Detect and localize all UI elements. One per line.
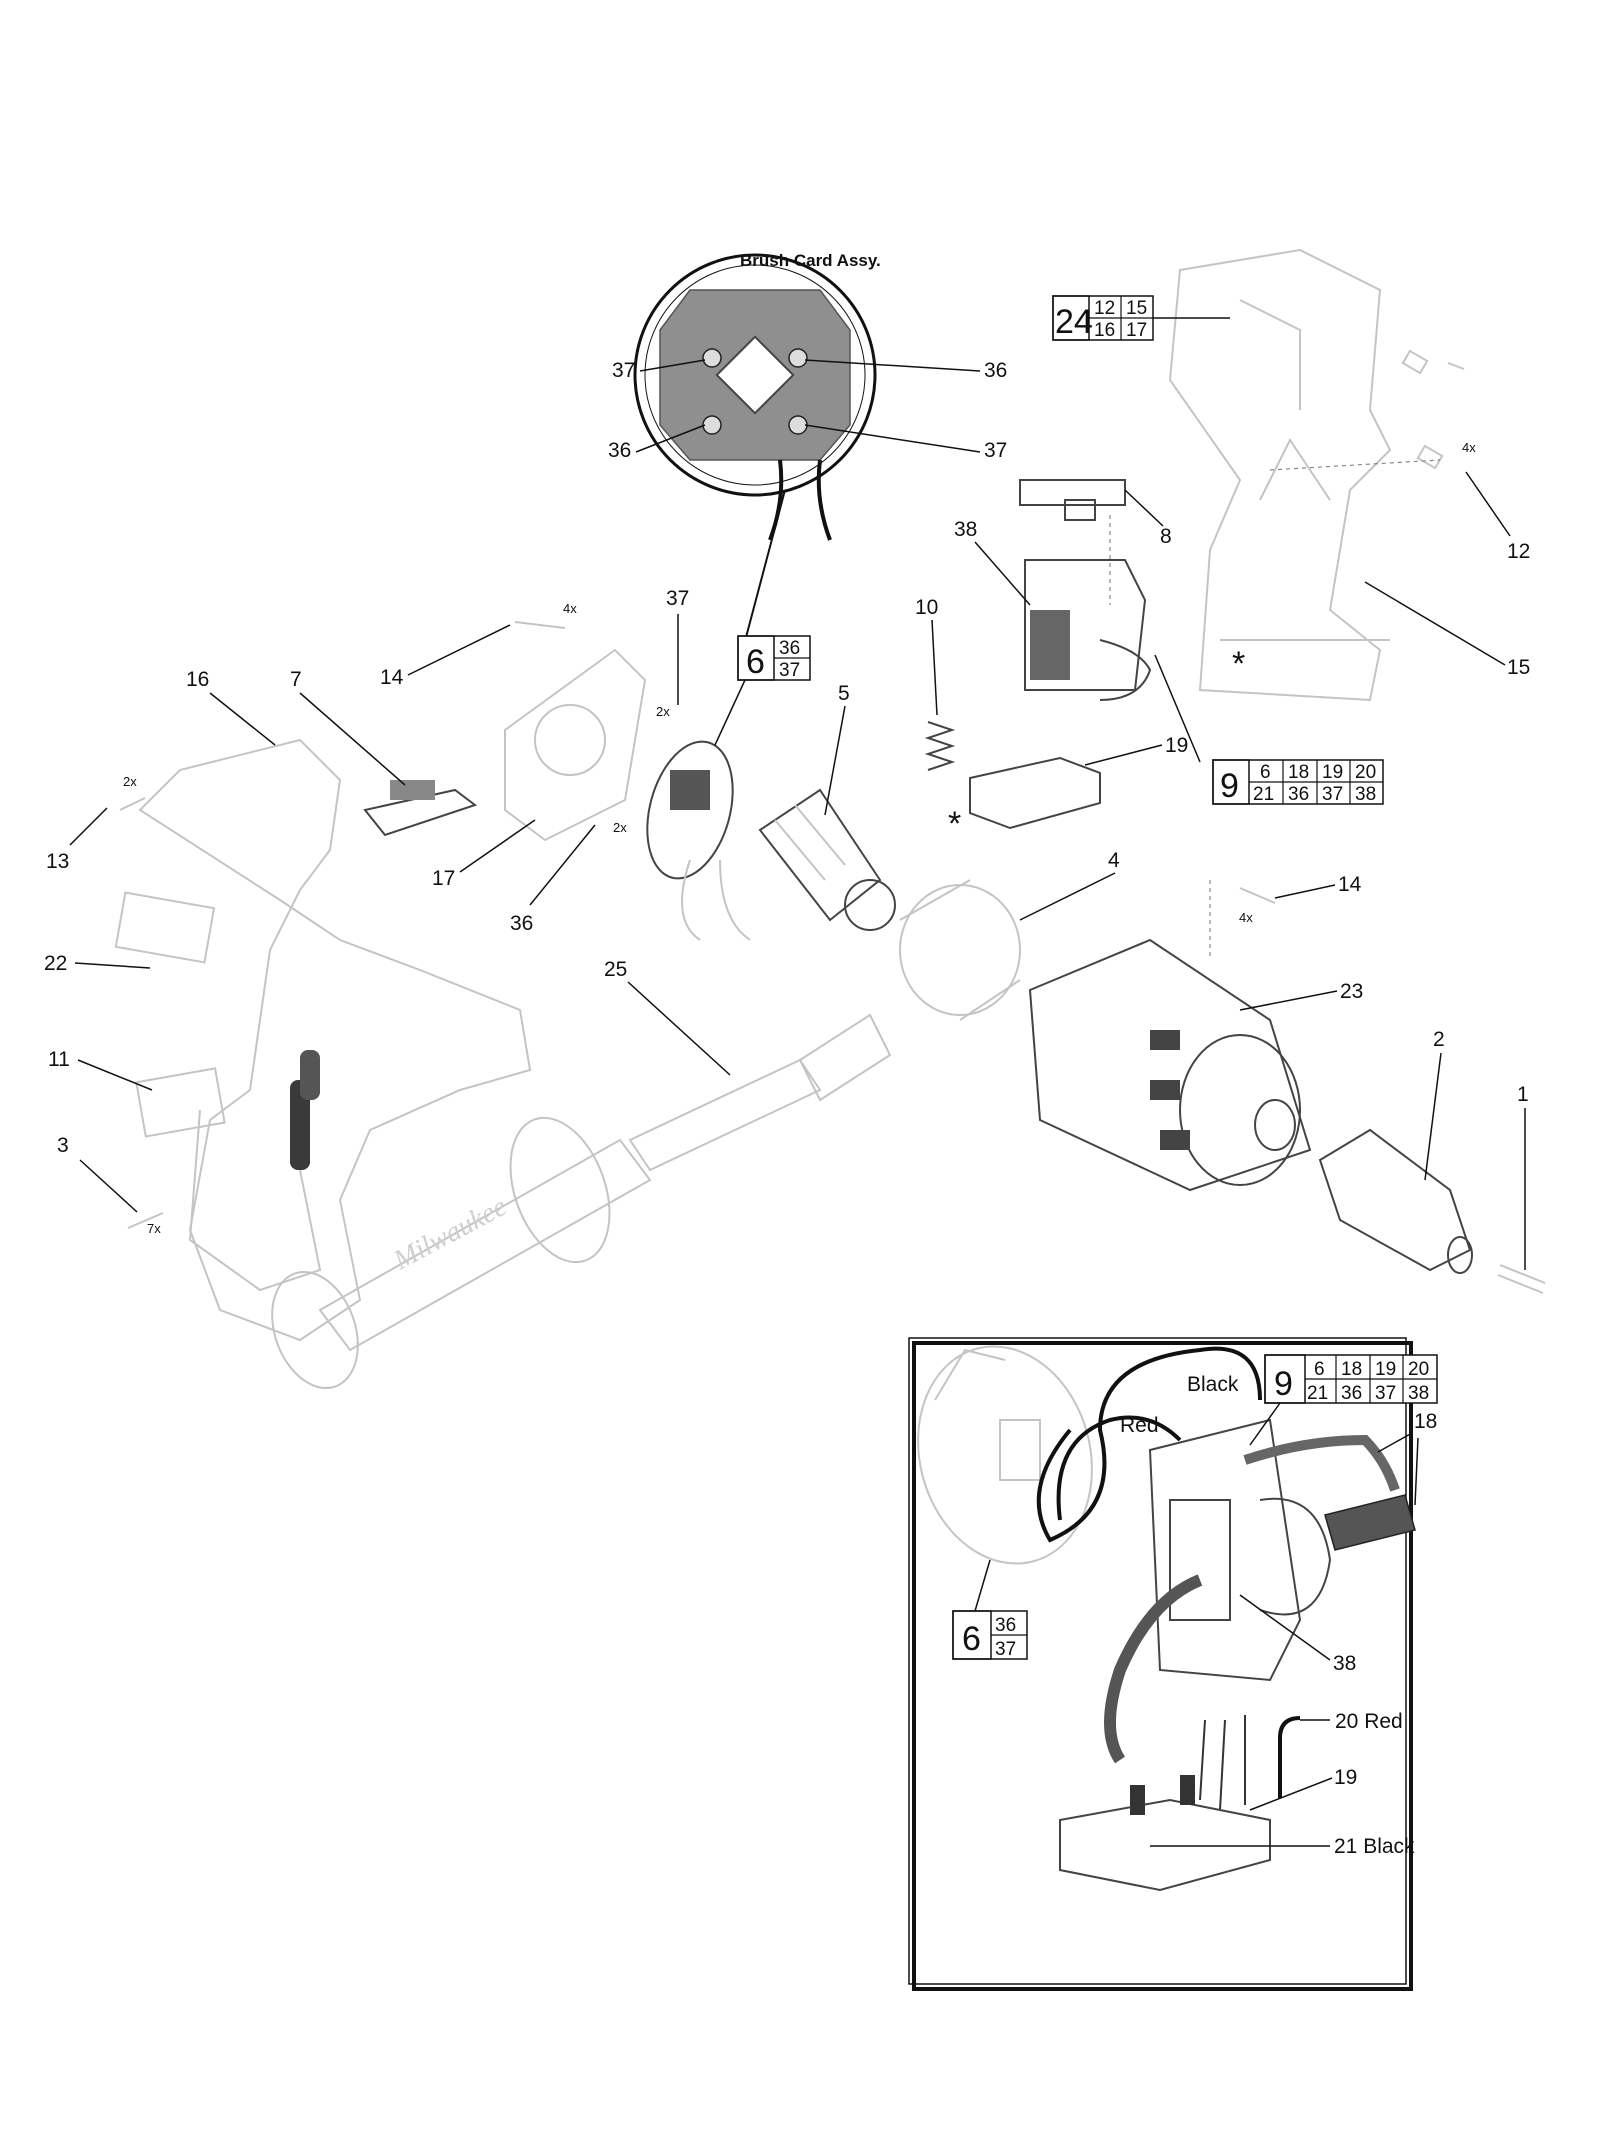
inset-callout-20: 20 Red [1335, 1710, 1403, 1733]
brush-card-ring [646, 740, 751, 941]
side-handle-25: Milwaukee [271, 1013, 892, 1390]
qty-36: 2x [613, 820, 627, 835]
callout-37-brush-lower: 37 [984, 439, 1007, 462]
callout-4: 4 [1108, 849, 1120, 872]
qty-12: 4x [1462, 440, 1476, 455]
inset-kit-9-main: 9 [1274, 1365, 1293, 1403]
brush-card-detail: Brush Card Assy. 37 36 36 37 [608, 251, 1007, 661]
callout-25: 25 [604, 958, 627, 981]
kit-24-part: 12 [1094, 298, 1115, 319]
callout-23: 23 [1340, 980, 1363, 1003]
terminal-block-19 [969, 756, 1101, 830]
cap-7 [363, 780, 478, 837]
kit-box-24: 24 12 15 16 17 [1052, 295, 1230, 341]
inset-kit-6-part: 37 [995, 1639, 1016, 1660]
inset-kit-9-part: 38 [1408, 1383, 1429, 1404]
kit-9-part: 18 [1288, 762, 1309, 783]
callout-37: 37 [666, 587, 689, 610]
callout-15: 15 [1507, 656, 1530, 679]
qty-3: 7x [147, 1221, 161, 1236]
callout-17: 17 [432, 867, 455, 890]
callout-5: 5 [838, 682, 850, 705]
callout-8: 8 [1160, 525, 1172, 548]
kit-box-6: 6 36 37 [714, 635, 811, 746]
kit-24-part: 15 [1126, 298, 1147, 319]
inset-kit-9-part: 6 [1314, 1359, 1325, 1380]
qty-14-left: 4x [563, 601, 577, 616]
asterisk-19: * [948, 805, 961, 843]
inset-kit-9-part: 21 [1307, 1383, 1328, 1404]
callout-37-brush: 37 [612, 359, 635, 382]
wiring-inset: Black Red 18 38 20 Red 19 21 Black 9 6 1… [908, 1337, 1438, 1991]
inset-kit-6-part: 36 [995, 1615, 1016, 1636]
inset-label-black: Black [1187, 1373, 1239, 1396]
callout-1: 1 [1517, 1083, 1529, 1106]
callout-36-brush-lower: 36 [608, 439, 631, 462]
inset-kit-9-part: 20 [1408, 1359, 1429, 1380]
kit-box-9: 9 6 18 19 20 21 36 37 38 [1212, 759, 1384, 805]
callout-11: 11 [48, 1048, 70, 1071]
callout-7: 7 [290, 668, 302, 691]
callout-14-left: 14 [380, 666, 404, 689]
qty-13: 2x [123, 774, 137, 789]
callout-36: 36 [510, 912, 533, 935]
kit-9-part: 37 [1322, 784, 1343, 805]
housing-half [1168, 248, 1444, 702]
kit-9-part: 6 [1260, 762, 1271, 783]
spring-10 [924, 721, 956, 771]
inset-kit-9-part: 19 [1375, 1359, 1396, 1380]
kit-24-main: 24 [1055, 303, 1093, 341]
inset-kit-9-part: 18 [1341, 1359, 1362, 1380]
kit-9-part: 36 [1288, 784, 1309, 805]
inset-callout-21: 21 Black [1334, 1835, 1415, 1858]
callout-2: 2 [1433, 1028, 1445, 1051]
inset-kit-9-part: 37 [1375, 1383, 1396, 1404]
inset-callout-19: 19 [1334, 1766, 1357, 1789]
kit-9-main: 9 [1220, 767, 1239, 805]
kit-6-main: 6 [746, 643, 765, 681]
callout-3: 3 [57, 1134, 69, 1157]
quantity-tags: 4x 4x 4x 2x 7x 2x 2x [123, 440, 1476, 1236]
kit-9-part: 38 [1355, 784, 1376, 805]
inset-label-red: Red [1120, 1414, 1159, 1437]
armature-5 [758, 788, 896, 931]
callout-36-brush: 36 [984, 359, 1007, 382]
callout-14-right: 14 [1338, 873, 1362, 896]
magnet-ring-4 [899, 879, 1021, 1021]
kit-9-part: 19 [1322, 762, 1343, 783]
callout-22: 22 [44, 952, 67, 975]
end-plate-17 [504, 648, 647, 842]
callout-19: 19 [1165, 734, 1188, 757]
kit-24-part: 17 [1126, 320, 1147, 341]
kit-9-part: 20 [1355, 762, 1376, 783]
callout-16: 16 [186, 668, 209, 691]
callout-13: 13 [46, 850, 69, 873]
callout-38: 38 [954, 518, 977, 541]
inset-callout-18: 18 [1414, 1410, 1437, 1433]
inset-callout-38: 38 [1333, 1652, 1356, 1675]
chuck-2 [1318, 1128, 1473, 1274]
asterisk-15: * [1232, 645, 1245, 683]
screw-1 [1497, 1264, 1546, 1294]
trigger-switch [1019, 479, 1152, 701]
gearbox-23 [1028, 938, 1312, 1192]
kit-24-part: 16 [1094, 320, 1115, 341]
inset-kit-6-main: 6 [962, 1620, 981, 1658]
qty-37: 2x [656, 704, 670, 719]
callout-12: 12 [1507, 540, 1530, 563]
callout-10: 10 [915, 596, 938, 619]
brand-logo: Milwaukee [388, 1191, 512, 1277]
qty-14-right: 4x [1239, 910, 1253, 925]
inset-kit-9-part: 36 [1341, 1383, 1362, 1404]
left-housing [114, 738, 532, 1342]
kit-6-part: 36 [779, 638, 800, 659]
brush-card-title: Brush Card Assy. [740, 251, 881, 270]
kit-6-part: 37 [779, 660, 800, 681]
callouts: 1 2 3 4 5 7 8 10 11 12 13 14 14 15 16 17… [44, 471, 1530, 1270]
kit-9-part: 21 [1253, 784, 1274, 805]
screws [119, 362, 1465, 1229]
